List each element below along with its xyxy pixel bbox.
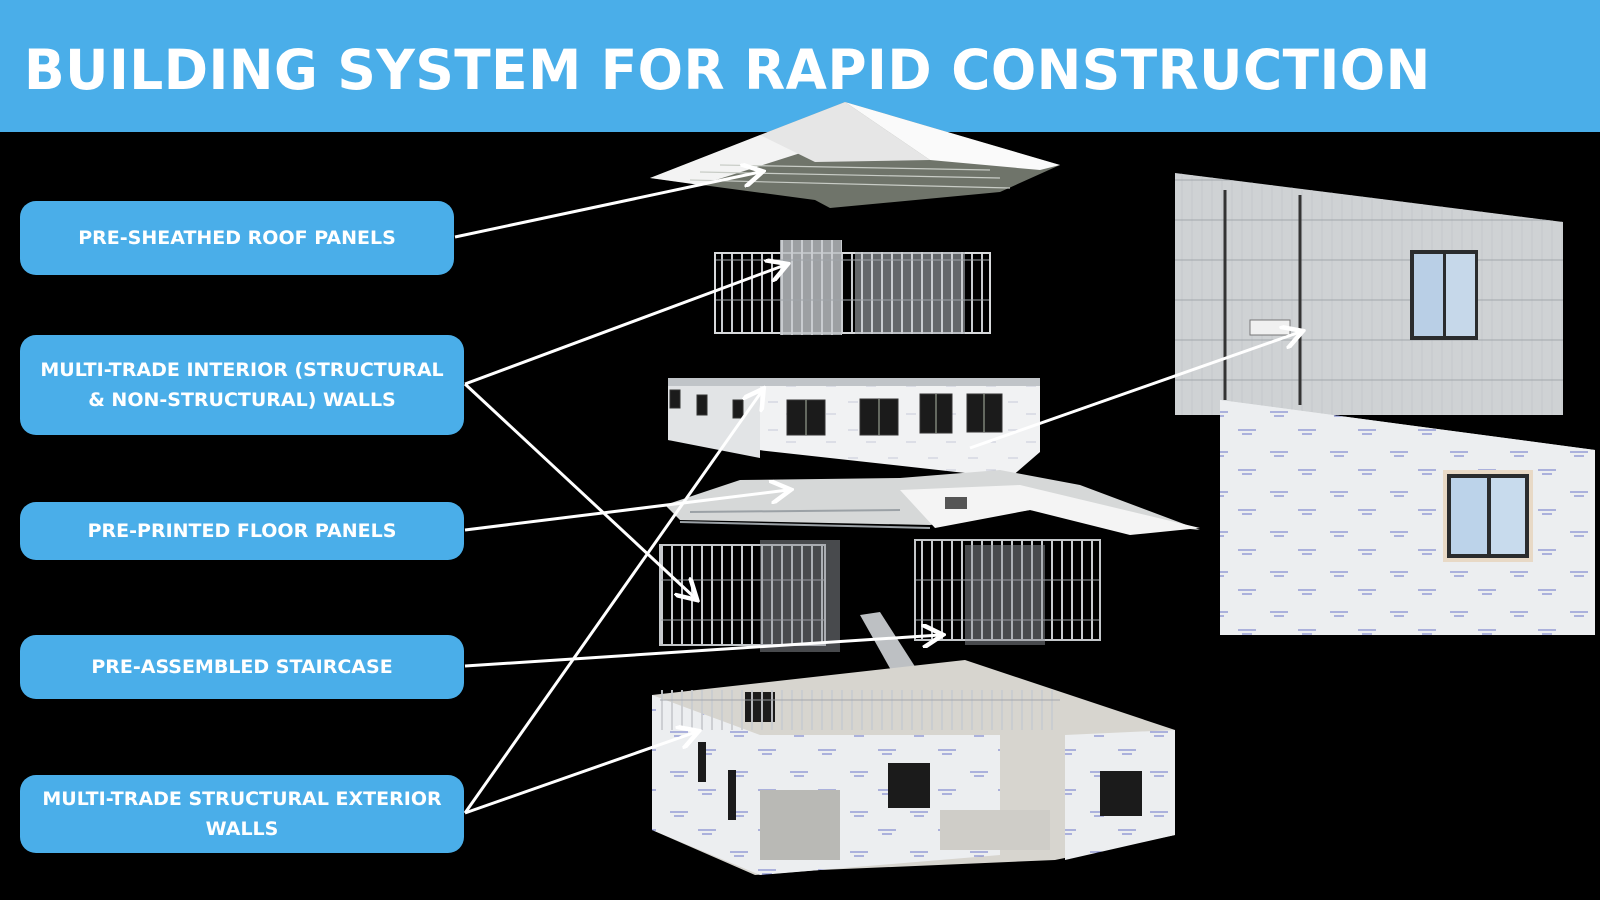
upper-floor-module	[668, 378, 1040, 478]
roof-panels	[650, 102, 1060, 208]
connector-interior-upper	[464, 265, 785, 386]
wall-panel-detail	[1175, 173, 1563, 415]
connector-staircase	[464, 635, 940, 668]
home-wrap-panel	[1220, 400, 1595, 635]
lower-interior-wall-frames	[659, 539, 1101, 695]
label-roof-panels: PRE-SHEATHED ROOF PANELS	[20, 201, 454, 275]
label-floor-panels: PRE-PRINTED FLOOR PANELS	[20, 502, 464, 560]
connector-exterior-upper	[463, 391, 762, 814]
connector-wall-panel	[969, 332, 1300, 450]
floor-panels	[665, 470, 1200, 535]
title-banner: BUILDING SYSTEM FOR RAPID CONSTRUCTION	[0, 0, 1600, 132]
connector-lines	[454, 172, 1300, 815]
connector-floor	[464, 490, 788, 532]
ground-floor-module	[652, 660, 1175, 875]
label-interior-walls: MULTI-TRADE INTERIOR (STRUCTURAL & NON-S…	[20, 335, 464, 435]
connector-roof	[454, 172, 760, 239]
connector-interior-lower	[463, 382, 695, 598]
label-staircase: PRE-ASSEMBLED STAIRCASE	[20, 635, 464, 699]
upper-interior-wall-frames	[714, 240, 991, 335]
page-title: BUILDING SYSTEM FOR RAPID CONSTRUCTION	[24, 38, 1431, 102]
connector-exterior-lower	[464, 732, 696, 815]
label-exterior-walls: MULTI-TRADE STRUCTURAL EXTERIOR WALLS	[20, 775, 464, 853]
